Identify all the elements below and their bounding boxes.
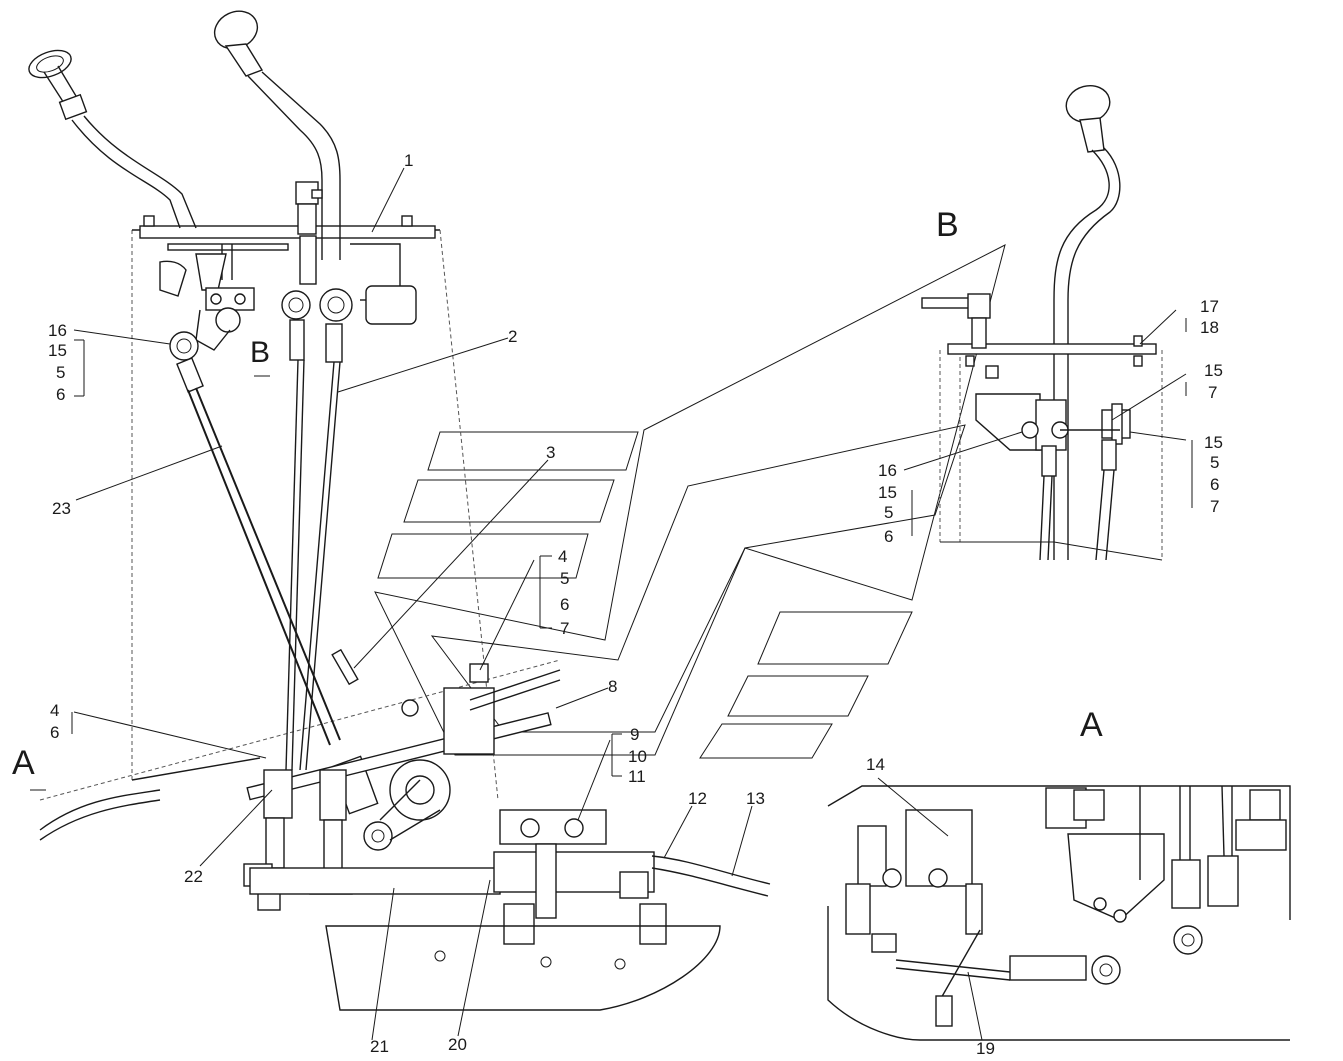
part-label-10: 10 bbox=[628, 747, 647, 766]
part-labels: 1 2 3 4 5 6 7 8 9 10 11 12 13 14 16 15 5… bbox=[48, 151, 1223, 1058]
gear-lever bbox=[213, 10, 341, 260]
part-label-7: 7 bbox=[560, 619, 569, 638]
part-label-15-b1: 15 bbox=[1204, 361, 1223, 380]
part-label-7-b2: 7 bbox=[1210, 497, 1219, 516]
view-label-b-detail: B bbox=[936, 206, 959, 244]
lower-mechanism bbox=[39, 648, 771, 1011]
part-label-5-b3: 5 bbox=[884, 503, 893, 522]
top-plate bbox=[139, 215, 436, 280]
valve-assembly bbox=[295, 181, 417, 325]
view-b-detail bbox=[903, 85, 1193, 561]
part-label-7-b1: 7 bbox=[1208, 383, 1217, 402]
part-label-6-left: 6 bbox=[56, 385, 65, 404]
part-label-12: 12 bbox=[688, 789, 707, 808]
part-label-1: 1 bbox=[404, 151, 413, 170]
part-label-23: 23 bbox=[52, 499, 71, 518]
leader-lines-main bbox=[71, 167, 753, 1041]
part-label-6-b2: 6 bbox=[1210, 475, 1219, 494]
view-label-a-arrow: A bbox=[12, 744, 35, 782]
part-label-8: 8 bbox=[608, 677, 617, 696]
part-label-21: 21 bbox=[370, 1037, 389, 1056]
part-label-22: 22 bbox=[184, 867, 203, 886]
part-label-6-b3: 6 bbox=[884, 527, 893, 546]
part-label-6: 6 bbox=[560, 595, 569, 614]
part-label-5-left: 5 bbox=[56, 363, 65, 382]
left-lever bbox=[28, 49, 197, 229]
part-label-4: 4 bbox=[558, 547, 567, 566]
part-label-20: 20 bbox=[448, 1035, 467, 1054]
watermark-logo bbox=[374, 244, 1006, 759]
view-a-detail bbox=[827, 777, 1291, 1041]
part-label-17: 17 bbox=[1200, 297, 1219, 316]
part-label-2: 2 bbox=[508, 327, 517, 346]
control-rods bbox=[187, 359, 341, 771]
part-label-11: 11 bbox=[628, 767, 646, 786]
part-label-18: 18 bbox=[1200, 318, 1219, 337]
part-label-3: 3 bbox=[546, 443, 555, 462]
part-label-5-b2: 5 bbox=[1210, 453, 1219, 472]
part-label-15: 15 bbox=[48, 341, 67, 360]
part-label-16: 16 bbox=[48, 321, 67, 340]
view-label-b-arrow: B bbox=[250, 336, 270, 369]
part-label-13: 13 bbox=[746, 789, 765, 808]
part-label-16-b: 16 bbox=[878, 461, 897, 480]
part-label-6-lower: 6 bbox=[50, 723, 59, 742]
part-label-15-b2: 15 bbox=[1204, 433, 1223, 452]
part-label-5: 5 bbox=[560, 569, 569, 588]
part-label-15-b3: 15 bbox=[878, 483, 897, 502]
part-label-9: 9 bbox=[630, 725, 639, 744]
part-label-4-left: 4 bbox=[50, 701, 59, 720]
part-label-14: 14 bbox=[866, 755, 885, 774]
view-label-a-detail: A bbox=[1080, 706, 1103, 744]
part-label-19: 19 bbox=[976, 1039, 995, 1058]
view-labels: B B A A bbox=[12, 206, 1103, 782]
view-arrows bbox=[30, 375, 270, 791]
left-bracket bbox=[159, 253, 255, 351]
